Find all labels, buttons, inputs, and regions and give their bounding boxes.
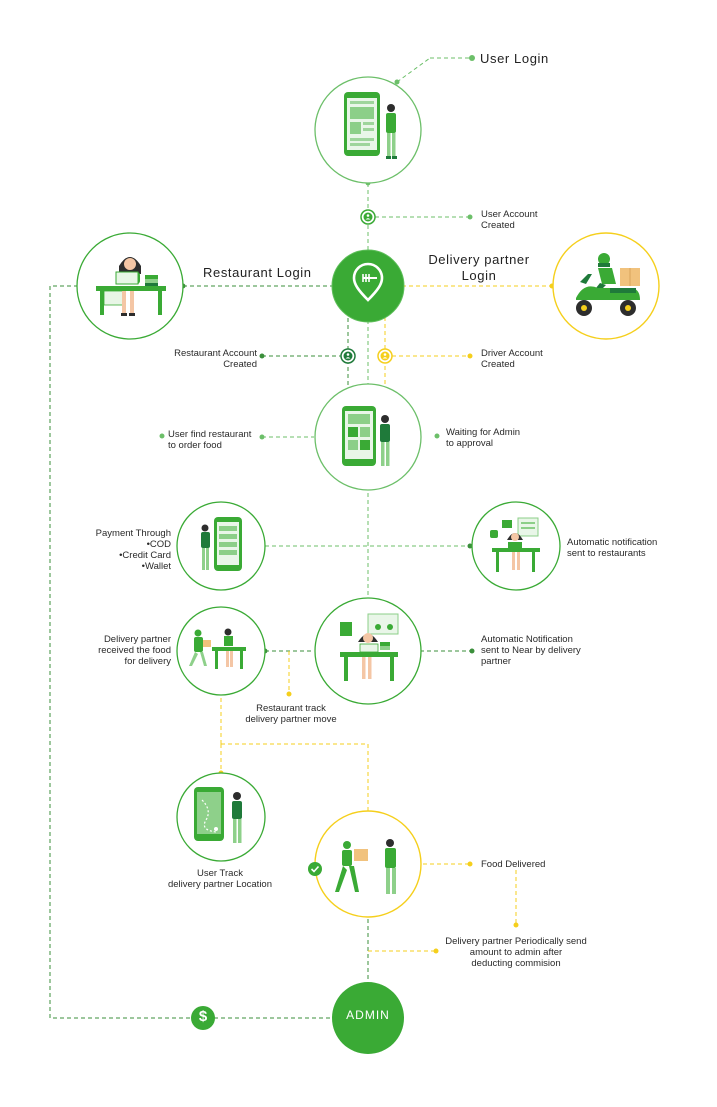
admin-node xyxy=(332,982,404,1054)
received-food-node xyxy=(176,606,266,696)
auto-notification-restaurants-label: Automatic notification sent to restauran… xyxy=(567,537,658,559)
app-logo-node xyxy=(331,249,405,323)
user-login-node xyxy=(314,76,422,184)
dot xyxy=(434,433,440,439)
dot xyxy=(467,214,473,220)
dot xyxy=(159,433,165,439)
dot xyxy=(469,648,475,654)
connector-left-loop xyxy=(49,285,333,1019)
restaurant-account-created-label: Restaurant Account Created xyxy=(174,348,257,370)
restaurant-account-badge xyxy=(340,348,356,364)
restaurant-track-label: Restaurant track delivery partner move xyxy=(245,703,337,725)
dollar-symbol: $ xyxy=(198,1008,208,1025)
waiting-for-admin-label: Waiting for Admin to approval xyxy=(446,427,521,449)
dot xyxy=(394,79,400,85)
restaurant-login-node xyxy=(76,232,184,340)
dot xyxy=(259,434,265,440)
user-account-badge xyxy=(360,209,376,225)
driver-account-badge xyxy=(377,348,393,364)
payment-through-label: Payment Through •COD •Credit Card •Walle… xyxy=(95,528,171,572)
dot xyxy=(467,861,473,867)
dot xyxy=(433,948,439,954)
delivery-partner-received-label: Delivery partner received the food for d… xyxy=(98,634,171,667)
dot xyxy=(513,922,519,928)
dot xyxy=(286,691,292,697)
delivery-partner-login-label: Delivery partner Login xyxy=(428,252,530,283)
notification-partner-node xyxy=(314,597,422,705)
food-delivered-label: Food Delivered xyxy=(481,859,546,870)
auto-notification-partner-label: Automatic Notification sent to Near by d… xyxy=(481,634,581,667)
user-track-node xyxy=(176,772,266,862)
user-track-label: User Track delivery partner Location xyxy=(167,868,273,890)
dot xyxy=(467,543,473,549)
food-delivered-node xyxy=(308,810,422,918)
restaurant-login-label: Restaurant Login xyxy=(203,265,312,280)
periodic-send-label: Delivery partner Periodically send amoun… xyxy=(445,936,587,969)
admin-label: ADMIN xyxy=(346,1008,390,1022)
delivery-partner-login-node xyxy=(552,232,660,340)
payment-node xyxy=(176,501,266,591)
notification-restaurant-node xyxy=(471,501,561,591)
user-find-restaurant-label: User find restaurant to order food xyxy=(168,429,252,451)
connector-yellow-split xyxy=(221,743,369,815)
user-login-label: User Login xyxy=(480,51,549,66)
dot xyxy=(259,353,265,359)
user-find-restaurant-node xyxy=(314,383,422,491)
connector-user-login-label xyxy=(396,57,431,83)
driver-account-created-label: Driver Account Created xyxy=(481,348,543,370)
user-account-created-label: User Account Created xyxy=(481,209,538,231)
dot xyxy=(467,353,473,359)
dollar-icon xyxy=(191,1006,215,1030)
dot xyxy=(469,55,475,61)
